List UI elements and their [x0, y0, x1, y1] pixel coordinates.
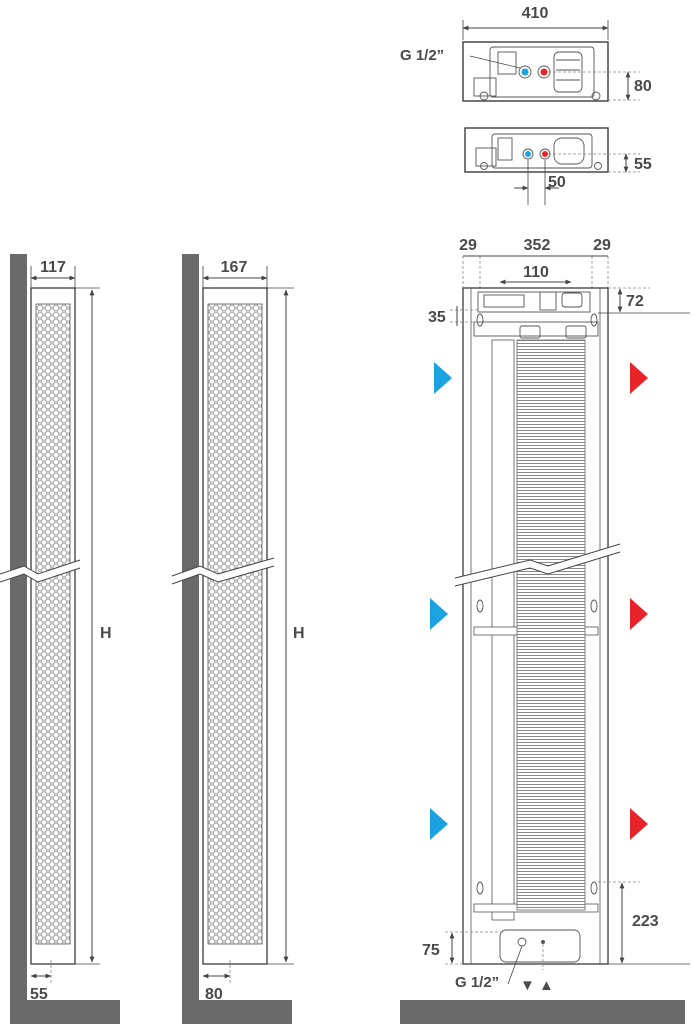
side-a-width-label: 117: [40, 259, 66, 276]
top-view-lower-mechanics: [475, 133, 602, 170]
front-bottom-bracket-label: 223: [632, 913, 659, 930]
top-thread-label: G 1/2”: [400, 47, 444, 64]
wall-b: [182, 254, 199, 1024]
front-thread-leader: [507, 945, 523, 985]
pipe-spacing-label: 50: [548, 174, 566, 191]
side-b-height-label: H: [293, 625, 305, 642]
front-thread-label: G 1/2”: [455, 974, 499, 991]
front-bottom-connection: [499, 929, 581, 963]
top-view-upper-body: [462, 41, 609, 102]
cold-air-arrow-3: [430, 808, 448, 840]
top-view-lower: 55 50: [464, 127, 652, 205]
side-view-a: 117 H 55: [0, 254, 120, 1024]
thread-leader: [469, 55, 521, 69]
front-left-margin-label: 29: [459, 237, 477, 254]
floor-front: [400, 1000, 685, 1024]
top-view-upper: 410 G 1/2” 80: [400, 5, 652, 102]
hot-air-arrow-1: [630, 362, 648, 394]
grille-b: [207, 303, 263, 945]
front-view: 29 352 29 110: [400, 237, 690, 1024]
wall-a: [10, 254, 27, 1024]
front-bracket-offset-label: 35: [428, 309, 446, 326]
hot-connection-dot: [540, 68, 548, 76]
cold-air-arrow-1: [434, 362, 452, 394]
hot-air-arrow-2: [630, 598, 648, 630]
front-top-offset-label: 72: [626, 293, 644, 310]
side-b-width-label: 167: [221, 259, 248, 276]
front-center-width-label: 352: [524, 237, 551, 254]
front-right-margin-label: 29: [593, 237, 611, 254]
front-heat-exchanger: [516, 339, 586, 911]
side-view-b: 167 H 80: [170, 254, 305, 1024]
top-view-lower-body: [464, 127, 609, 173]
side-a-offset-label: 55: [30, 986, 48, 1003]
cold-connection-dot-lower: [525, 151, 531, 157]
front-top-mechanics: [473, 291, 599, 895]
floor-a: [10, 1000, 120, 1024]
flow-direction-markers: ▼ ▲: [520, 977, 554, 994]
lower-depth-label: 55: [634, 156, 652, 173]
top-width-label: 410: [522, 5, 549, 22]
side-b-offset-label: 80: [205, 986, 223, 1003]
cold-connection-dot: [521, 68, 529, 76]
top-depth-label: 80: [634, 78, 652, 95]
front-top-inner-label: 110: [523, 264, 549, 281]
hot-connection-dot-lower: [542, 151, 548, 157]
cold-air-arrow-2: [430, 598, 448, 630]
hot-air-arrow-3: [630, 808, 648, 840]
side-a-height-label: H: [100, 625, 112, 642]
floor-b: [182, 1000, 292, 1024]
grille-a: [35, 303, 71, 945]
front-bottom-connection-label: 75: [422, 942, 440, 959]
